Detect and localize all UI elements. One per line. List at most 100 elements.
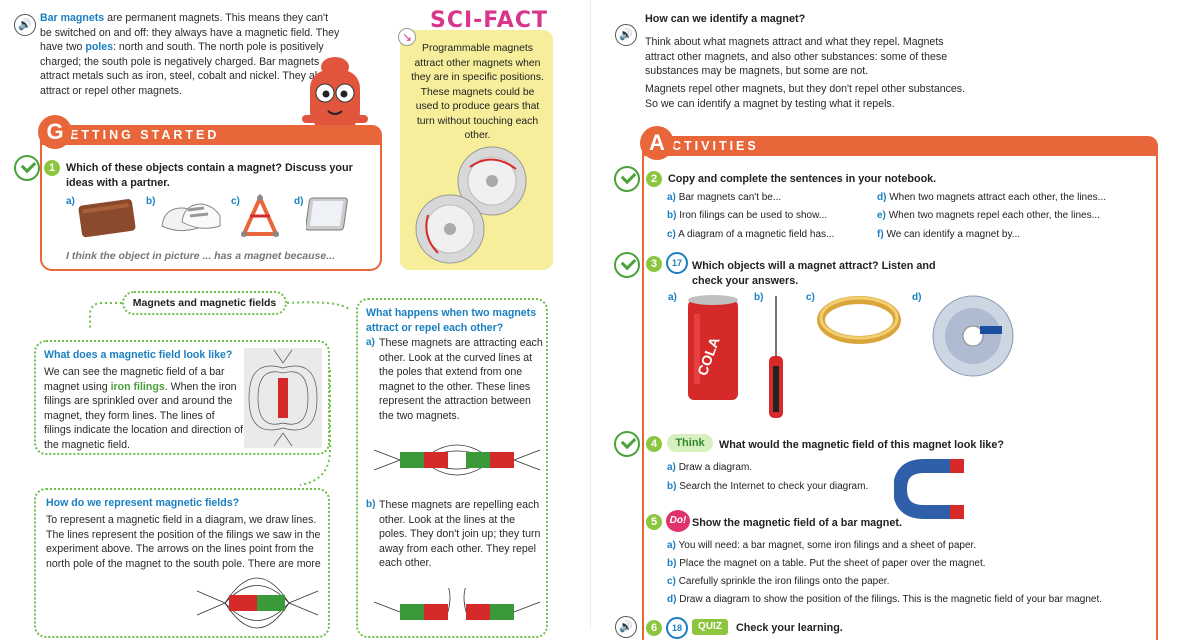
question-1: Which of these objects contain a magnet?… (66, 162, 353, 189)
q5-d-text: Draw a diagram to show the position of t… (679, 594, 1103, 605)
connector-lines (89, 301, 351, 486)
label-1a: a) (66, 196, 75, 207)
q2-d-label: d) (877, 192, 887, 203)
q5-a-text: You will need: a bar magnet, some iron f… (678, 540, 977, 551)
q4-b-text: Search the Internet to check your diagra… (679, 481, 869, 492)
term-iron-filings: iron filings (110, 380, 165, 393)
field-look-text-1: We can see the magnetic field of a bar m… (44, 366, 225, 393)
think-badge: Think (667, 434, 713, 452)
wallet-image (78, 199, 136, 238)
attracting-magnets-diagram (373, 444, 541, 476)
q2-f-label: f) (877, 229, 884, 240)
getting-started-banner: ETTING STARTED (40, 125, 382, 145)
checkbox-4[interactable] (614, 431, 640, 457)
attract-repel-heading: What happens when two magnets attract or… (366, 307, 537, 334)
bar-magnet-field-diagram (196, 577, 319, 629)
tablet-image (306, 197, 348, 231)
q5-b-label: b) (667, 558, 677, 569)
q5-b-text: Place the magnet on a table. Put the she… (679, 558, 986, 569)
label-1d: d) (294, 196, 304, 207)
getting-started-box (40, 128, 382, 271)
audio-icon-identify[interactable]: 🔊 (615, 24, 637, 46)
question-6: Check your learning. (736, 622, 843, 634)
q2-a-text: Bar magnets can't be... (678, 192, 782, 203)
arrow-icon: ↘ (398, 28, 416, 46)
q5-c-text: Carefully sprinkle the iron filings onto… (678, 576, 890, 587)
question-2: Copy and complete the sentences in your … (668, 173, 937, 185)
field-look-heading: What does a magnetic field look like? (44, 349, 233, 361)
label-3c: c) (806, 292, 815, 303)
q4-item-a: a) Draw a diagram. (667, 459, 752, 477)
checkbox-1[interactable] (14, 155, 40, 181)
horseshoe-magnet-image (894, 459, 964, 519)
q2-item-c: c) A diagram of a magnetic field has... (667, 226, 834, 244)
q5-c-label: c) (667, 576, 676, 587)
q2-item-d: d) When two magnets attract each other, … (877, 189, 1106, 207)
track-number-17: 17 (671, 258, 682, 268)
headphones-icon-6[interactable]: 18 (666, 617, 688, 639)
gold-ring-image (817, 296, 901, 344)
repel-label: b) (366, 499, 376, 510)
question-number-1: 1 (44, 160, 60, 176)
intro-paragraph: Bar magnets are permanent magnets. This … (40, 11, 340, 98)
q4-b-label: b) (667, 481, 677, 492)
intro-text-2: : north and south. The north pole is pos… (40, 41, 329, 97)
q2-d-text: When two magnets attract each other, the… (889, 192, 1107, 203)
mascot-illustration (302, 57, 368, 130)
q5-item-b: b) Place the magnet on a table. Put the … (667, 555, 986, 573)
dvd-disc-image (932, 295, 1014, 377)
magnets-fields-tag: Magnets and magnetic fields (122, 291, 287, 315)
q2-f-text: We can identify a magnet by... (886, 229, 1021, 240)
q5-item-a: a) You will need: a bar magnet, some iro… (667, 537, 976, 555)
checkbox-2[interactable] (614, 166, 640, 192)
question-number-3: 3 (646, 256, 662, 272)
q2-c-text: A diagram of a magnetic field has... (678, 229, 835, 240)
q4-item-b: b) Search the Internet to check your dia… (667, 478, 868, 496)
q2-item-a: a) Bar magnets can't be... (667, 189, 781, 207)
attract-label: a) (366, 337, 375, 348)
label-1b: b) (146, 196, 156, 207)
attract-text: These magnets are attracting each other.… (379, 337, 543, 422)
field-look-text-2: . When the iron filings are sprinkled ov… (44, 380, 244, 451)
repelling-magnets-diagram (373, 588, 541, 620)
checkbox-3[interactable] (614, 252, 640, 278)
do-badge: Do! (666, 510, 690, 532)
q2-item-e: e) When two magnets repel each other, th… (877, 207, 1100, 225)
q2-b-text: Iron filings can be used to show... (679, 210, 828, 221)
q5-item-d: d) Draw a diagram to show the position o… (667, 591, 1102, 609)
label-3a: a) (668, 292, 677, 303)
activities-initial: A (640, 126, 674, 160)
question-number-5: 5 (646, 514, 662, 530)
screwdriver-image (769, 296, 783, 418)
question-number-4: 4 (646, 436, 662, 452)
question-number-6: 6 (646, 620, 662, 636)
audio-icon[interactable]: 🔊 (14, 14, 36, 36)
getting-started-prompt: I think the object in picture ... has a … (66, 250, 335, 262)
q4-a-label: a) (667, 462, 676, 473)
q2-item-f: f) We can identify a magnet by... (877, 226, 1020, 244)
audio-icon-6[interactable]: 🔊 (615, 616, 637, 638)
activities-banner: CTIVITIES (642, 136, 1158, 156)
identify-heading: How can we identify a magnet? (645, 13, 806, 25)
q5-a-label: a) (667, 540, 676, 551)
activities-box (642, 140, 1158, 640)
term-poles: poles (85, 41, 114, 53)
q2-e-label: e) (877, 210, 886, 221)
represent-heading: How do we represent magnetic fields? (46, 497, 240, 509)
track-number-18: 18 (671, 623, 682, 633)
question-5: Show the magnetic field of a bar magnet. (692, 517, 902, 529)
getting-started-initial: G (38, 115, 72, 149)
field-look-box (34, 340, 330, 455)
triangle-toy-image (240, 194, 280, 237)
headphones-icon[interactable]: 17 (666, 252, 688, 274)
represent-text: To represent a magnetic field in a diagr… (46, 514, 321, 570)
iron-filings-photo (244, 348, 322, 448)
repel-text: These magnets are repelling each other. … (379, 499, 541, 569)
shoes-image (161, 203, 221, 232)
activities-title: CTIVITIES (672, 139, 759, 153)
field-look-text: We can see the magnetic field of a bar m… (44, 365, 244, 452)
intro-text-1: are permanent magnets. This means they c… (40, 12, 340, 53)
term-bar-magnets: Bar magnets (40, 12, 105, 24)
magnets-fields-tag-text: Magnets and magnetic fields (132, 297, 277, 309)
label-3d: d) (912, 292, 922, 303)
